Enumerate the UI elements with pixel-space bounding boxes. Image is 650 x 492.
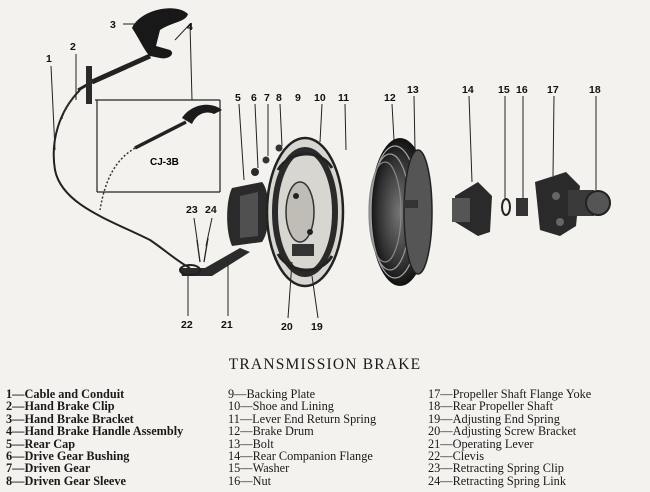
- callout-4: 4: [187, 21, 193, 33]
- diagram-title: TRANSMISSION BRAKE: [228, 356, 422, 373]
- callout-2: 2: [70, 41, 76, 53]
- legend-item: 17—Propeller Shaft Flange Yoke: [428, 387, 592, 401]
- callout-5: 5: [235, 92, 241, 104]
- brake-drum: [368, 138, 433, 286]
- legend-item: 24—Retracting Spring Link: [428, 473, 566, 488]
- callout-24: 24: [205, 204, 217, 216]
- legend-item: 13—Bolt: [228, 436, 274, 451]
- companion-flange: [452, 182, 528, 236]
- legend-item: 1—Cable and Conduit: [6, 387, 125, 401]
- legend-item: 18—Rear Propeller Shaft: [428, 399, 553, 414]
- callout-6: 6: [251, 92, 257, 104]
- legend-item: 2—Hand Brake Clip: [6, 399, 115, 414]
- callout-17: 17: [547, 84, 559, 96]
- callout-12: 12: [384, 92, 396, 104]
- legend-item: 8—Driven Gear Sleeve: [6, 473, 126, 488]
- callout-23: 23: [186, 204, 198, 216]
- callout-7: 7: [264, 92, 270, 104]
- callout-numbers: 1 2 3 4 5 6 7 8 9 10 11 12 13 14 15 16 1…: [46, 19, 601, 333]
- callout-9: 9: [295, 92, 301, 104]
- legend-item: 9—Backing Plate: [228, 387, 316, 401]
- legend-item: 10—Shoe and Lining: [228, 399, 334, 414]
- callout-13: 13: [407, 84, 419, 96]
- exploded-diagram: CJ-3B: [46, 8, 611, 333]
- rear-cap: [227, 144, 283, 246]
- cable-and-conduit: [52, 89, 191, 269]
- callout-20: 20: [281, 321, 293, 333]
- legend-column-3: 17—Propeller Shaft Flange Yoke 18—Rear P…: [428, 387, 592, 488]
- hand-brake-handle: [77, 8, 188, 104]
- legend-item: 6—Drive Gear Bushing: [6, 449, 130, 464]
- legend-item: 20—Adjusting Screw Bracket: [428, 424, 577, 439]
- legend-item: 4—Hand Brake Handle Assembly: [6, 424, 184, 439]
- callout-22: 22: [181, 319, 193, 331]
- leader-lines: [50, 23, 597, 319]
- legend-item: 23—Retracting Spring Clip: [428, 461, 564, 476]
- legend-item: 15—Washer: [228, 461, 290, 476]
- cj3b-inset: CJ-3B: [95, 99, 222, 211]
- callout-14: 14: [462, 84, 474, 96]
- callout-1: 1: [46, 53, 52, 65]
- callout-19: 19: [311, 321, 323, 333]
- legend-item: 16—Nut: [228, 473, 272, 488]
- callout-16: 16: [516, 84, 528, 96]
- callout-21: 21: [221, 319, 233, 331]
- callout-11: 11: [338, 92, 349, 104]
- legend-item: 22—Clevis: [428, 449, 485, 464]
- legend-column-2: 9—Backing Plate 10—Shoe and Lining 11—Le…: [228, 387, 377, 488]
- legend-item: 3—Hand Brake Bracket: [6, 411, 134, 426]
- backing-plate: [265, 136, 345, 288]
- callout-10: 10: [314, 92, 326, 104]
- inset-label: CJ-3B: [150, 157, 179, 168]
- callout-3: 3: [110, 19, 116, 31]
- legend-item: 7—Driven Gear: [6, 461, 91, 476]
- callout-18: 18: [589, 84, 601, 96]
- legend-item: 12—Brake Drum: [228, 424, 314, 439]
- propeller-shaft: [535, 172, 611, 236]
- legend-item: 21—Operating Lever: [428, 436, 534, 451]
- legend-column-1: 1—Cable and Conduit 2—Hand Brake Clip 3—…: [6, 387, 184, 488]
- legend-item: 5—Rear Cap: [6, 436, 76, 451]
- callout-15: 15: [498, 84, 510, 96]
- legend-item: 14—Rear Companion Flange: [228, 449, 373, 464]
- callout-8: 8: [276, 92, 282, 104]
- legend-item: 19—Adjusting End Spring: [428, 411, 560, 426]
- legend-item: 11—Lever End Return Spring: [228, 411, 377, 426]
